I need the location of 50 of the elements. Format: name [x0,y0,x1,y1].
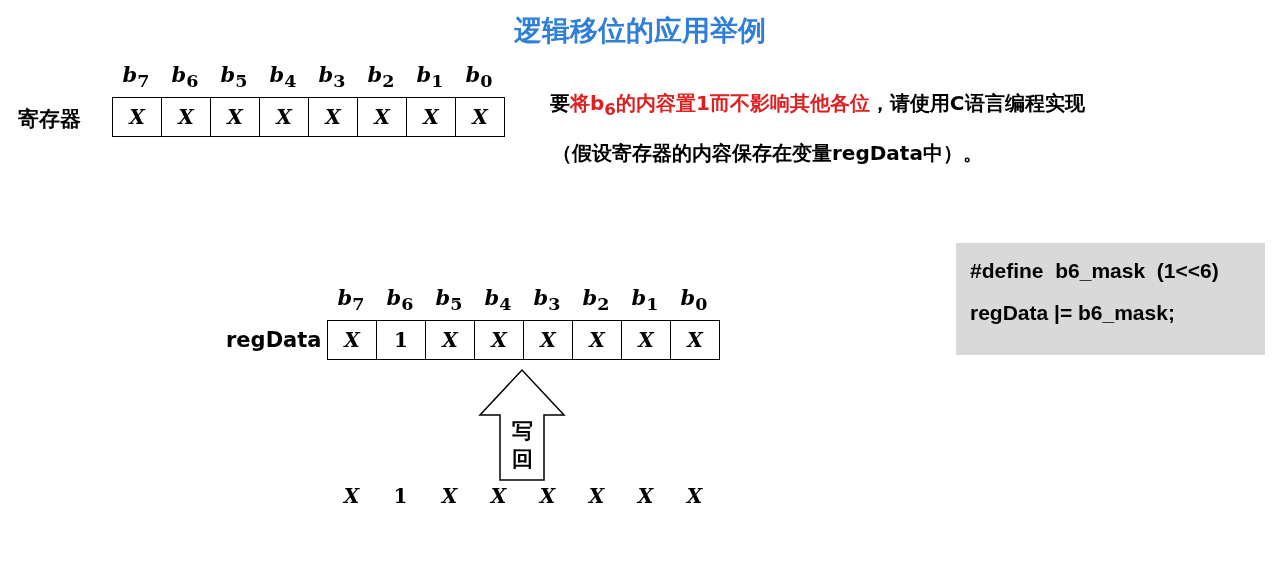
block-arrow [478,368,566,481]
bit-label: b$_{4}$ [268,62,298,92]
bit-label: b$_{1}$ [630,285,660,315]
register-cell: X [523,320,573,360]
register-cell: X [308,97,358,137]
bit-label: b$_{6}$ [385,285,415,315]
title: 逻辑移位的应用举例 [513,13,767,49]
bit-label: b$_{1}$ [415,62,445,92]
bit-label: b$_{7}$ [336,285,366,315]
register-cell: X [210,97,260,137]
register-cell: 1 [376,320,426,360]
bit-label: b$_{6}$ [170,62,200,92]
register-cell: X [406,97,456,137]
bit-value: X [684,484,704,508]
register-cell: X [572,320,622,360]
register-cell: X [455,97,505,137]
bit-label: b$_{5}$ [434,285,464,315]
bit-label: b$_{0}$ [464,62,494,92]
bit-value: X [439,484,459,508]
bit-label: b$_{2}$ [581,285,611,315]
code-line: regData |= b6_mask; [970,301,1175,325]
register-label: 寄存器 [18,106,81,133]
bit-value: X [635,484,655,508]
register-cell: X [670,320,720,360]
bit-value: 1 [392,484,409,508]
register-cell: X [474,320,524,360]
instruction-text: 要将b$_{6}$的内容置1而不影响其他各位，请使用C语言编程实现 [550,90,1085,119]
bit-label: b$_{4}$ [483,285,513,315]
edge-label: 写回 [511,418,533,473]
bit-value: X [537,484,557,508]
bit-value: X [586,484,606,508]
register-cell: X [161,97,211,137]
bit-label: b$_{2}$ [366,62,396,92]
register-cell: X [357,97,407,137]
bit-label: b$_{3}$ [317,62,347,92]
register-cell: X [621,320,671,360]
register-cell: X [112,97,162,137]
code-block [956,243,1265,355]
register-cell: X [259,97,309,137]
bit-label: b$_{0}$ [679,285,709,315]
register-label: regData [226,328,322,352]
bit-value: X [341,484,361,508]
bit-label: b$_{3}$ [532,285,562,315]
code-line: #define b6_mask (1<<6) [970,259,1219,283]
bit-label: b$_{5}$ [219,62,249,92]
register-cell: X [327,320,377,360]
instruction-text: （假设寄存器的内容保存在变量regData中）。 [552,140,983,167]
bit-label: b$_{7}$ [121,62,151,92]
bit-value: X [488,484,508,508]
register-cell: X [425,320,475,360]
